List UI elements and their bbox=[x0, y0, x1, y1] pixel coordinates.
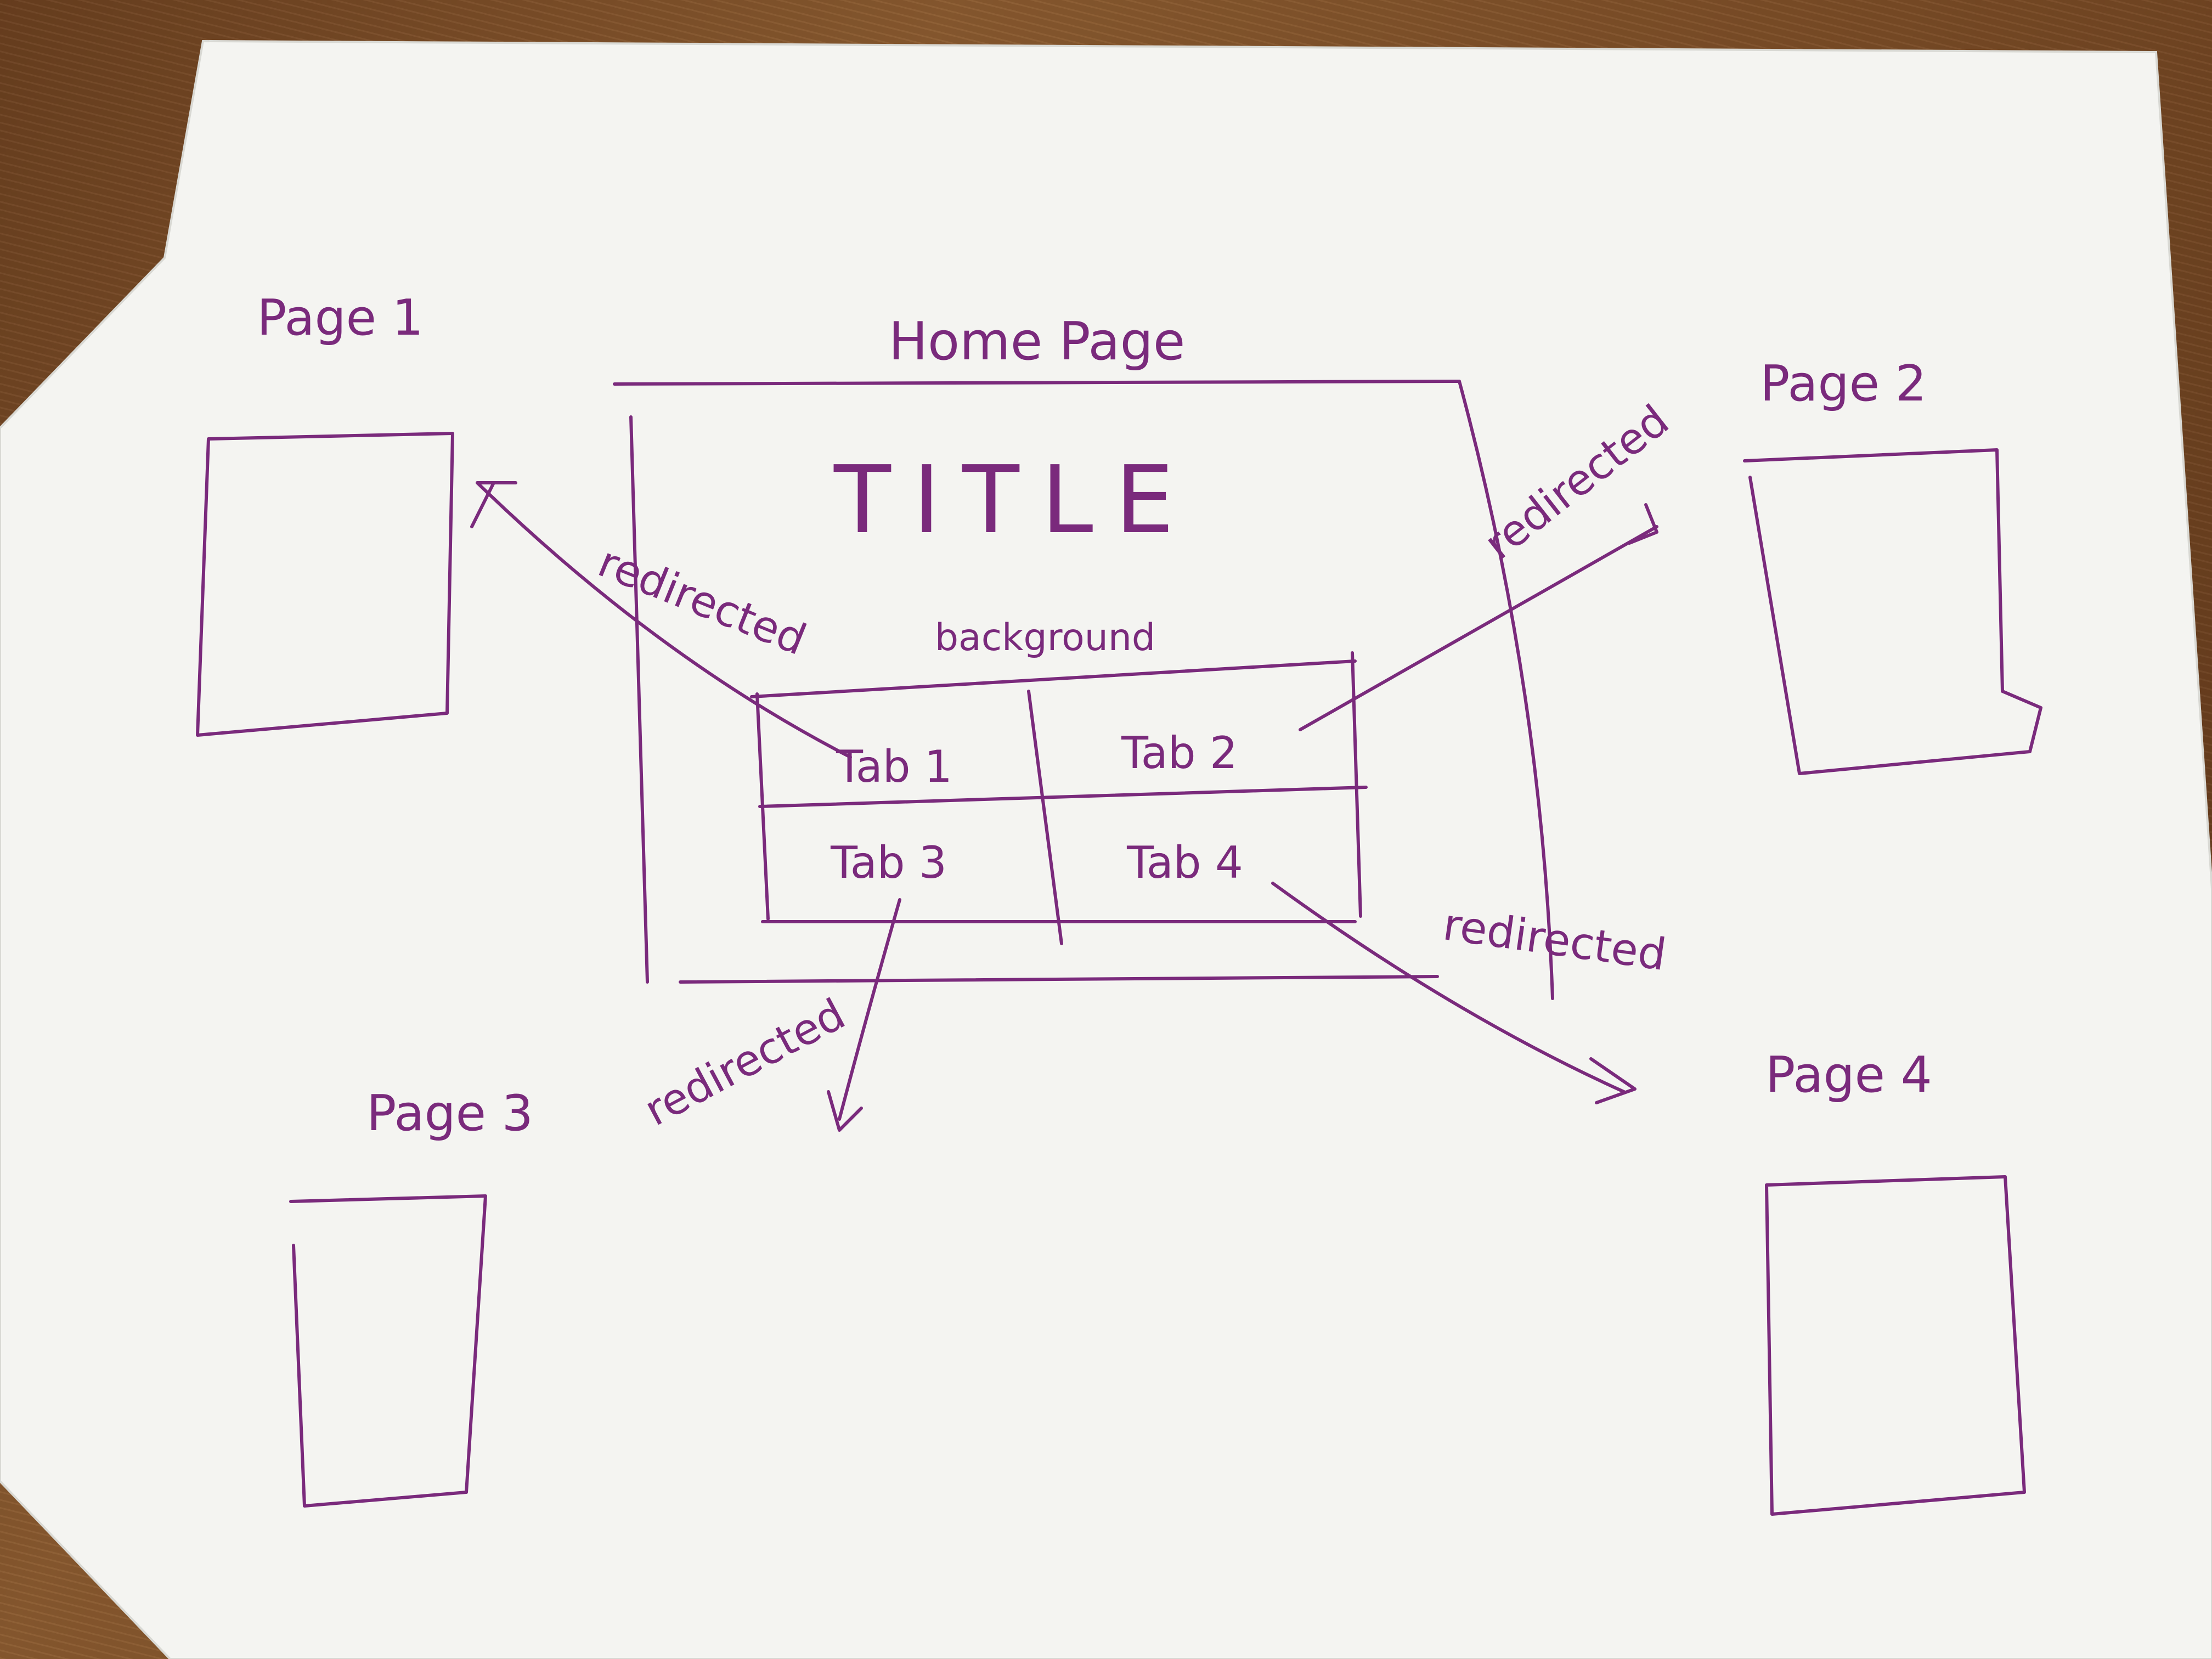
tab-4-label[interactable]: Tab 4 bbox=[1126, 837, 1243, 888]
paper-sheet bbox=[0, 40, 2212, 1659]
page-4-box bbox=[1765, 1175, 2026, 1516]
tab-2-label[interactable]: Tab 2 bbox=[1121, 727, 1238, 778]
arrow-tab1-to-page1 bbox=[470, 481, 852, 759]
page-title: TITLE bbox=[833, 446, 1196, 555]
arrow-tab2-to-page2 bbox=[1299, 503, 1658, 731]
tab-1-label[interactable]: Tab 1 bbox=[836, 741, 952, 792]
page-4-label: Page 4 bbox=[1765, 1046, 1932, 1104]
page-2-box bbox=[1743, 448, 2042, 775]
tabs-grid bbox=[750, 651, 1368, 945]
page-3-box bbox=[289, 1194, 487, 1508]
page-1-box bbox=[196, 432, 454, 737]
tab-3-label[interactable]: Tab 3 bbox=[830, 837, 947, 888]
home-page-heading: Home Page bbox=[889, 312, 1186, 372]
arrow-tab3-to-page3 bbox=[827, 898, 901, 1132]
background-label: background bbox=[935, 616, 1155, 659]
page-1-label: Page 1 bbox=[257, 289, 424, 347]
page-2-label: Page 2 bbox=[1760, 355, 1927, 413]
page-3-label: Page 3 bbox=[366, 1085, 533, 1142]
home-page-frame bbox=[613, 380, 1554, 1000]
arrow-tab4-to-page4 bbox=[1271, 882, 1637, 1104]
